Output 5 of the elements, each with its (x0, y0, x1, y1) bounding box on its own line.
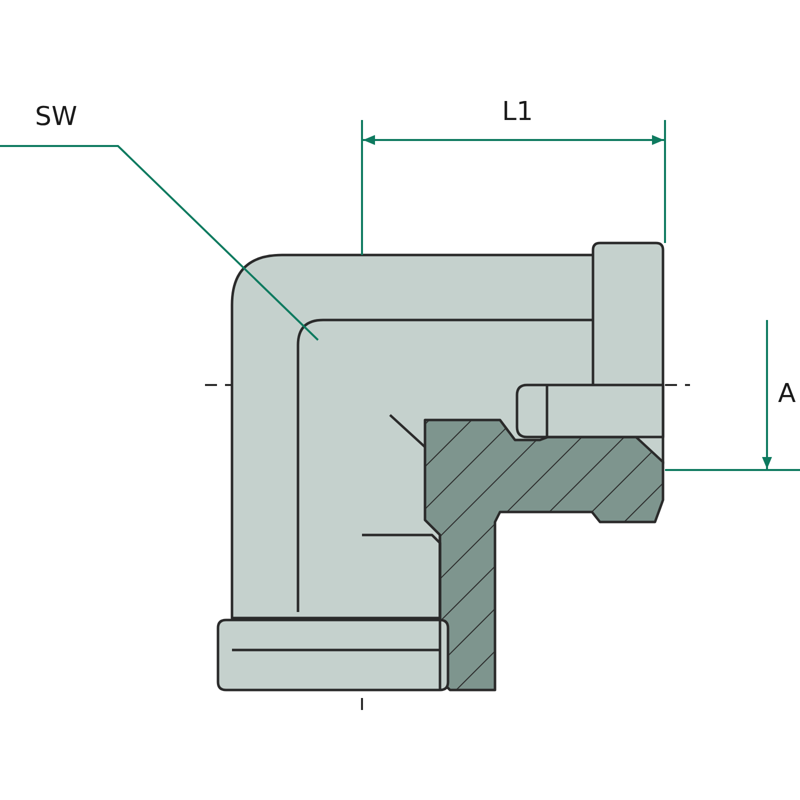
part-label: SW (35, 104, 78, 130)
dimension-label: L1 (502, 99, 534, 125)
elbow-fitting-drawing (216, 242, 664, 692)
dimension-label: A (778, 381, 796, 407)
leader-line (0, 145, 319, 341)
